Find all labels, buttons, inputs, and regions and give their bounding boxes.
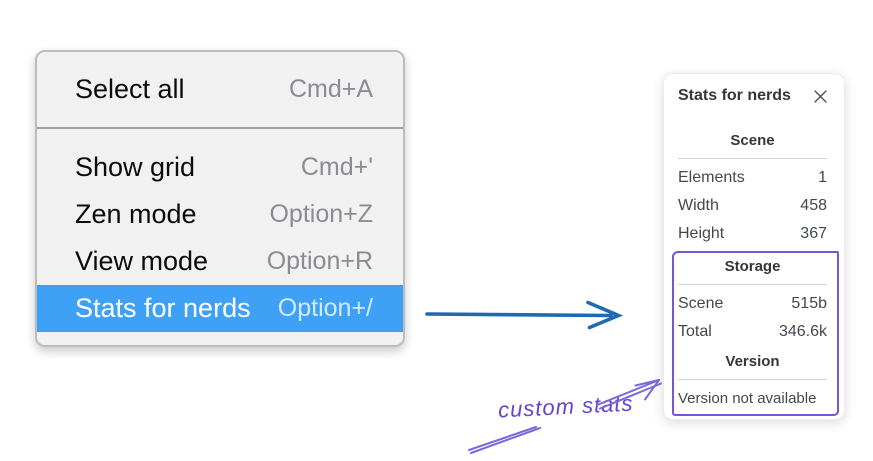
close-icon	[814, 89, 827, 103]
stat-row-height: Height 367	[678, 225, 827, 243]
menu-item-show-grid[interactable]: Show grid Cmd+'	[37, 144, 403, 191]
menu-item-label: Select all	[75, 74, 185, 104]
menu-item-label: Zen mode	[75, 199, 197, 229]
section-heading-version: Version	[725, 353, 780, 370]
menu-item-shortcut: Option+R	[266, 247, 373, 275]
stat-value: 1	[818, 169, 827, 186]
section-heading-storage: Storage	[724, 258, 781, 275]
section-heading-scene: Scene	[730, 132, 775, 149]
stat-row-scene-storage: Scene 515b	[678, 295, 827, 313]
menu-group: Show grid Cmd+' Zen mode Option+Z View m…	[37, 129, 403, 332]
stat-label: Height	[678, 225, 725, 242]
stat-row-elements: Elements 1	[678, 169, 827, 187]
menu-item-select-all[interactable]: Select all Cmd+A	[37, 52, 403, 127]
menu-divider	[37, 127, 403, 129]
flow-arrow	[425, 300, 624, 330]
menu-item-shortcut: Option+/	[277, 294, 373, 322]
menu-item-view-mode[interactable]: View mode Option+R	[37, 238, 403, 285]
menu-item-label: View mode	[75, 246, 209, 276]
menu-item-zen-mode[interactable]: Zen mode Option+Z	[37, 191, 403, 238]
stat-row-width: Width 458	[678, 197, 827, 215]
panel-divider	[678, 284, 827, 285]
stats-panel: Stats for nerds Scene Elements 1 Width 4…	[663, 73, 845, 420]
stat-label: Scene	[678, 295, 724, 312]
context-menu: Select all Cmd+A Show grid Cmd+' Zen mod…	[35, 50, 405, 347]
stat-value: 458	[800, 197, 827, 214]
stat-value: 346.6k	[778, 323, 827, 340]
annotation-label: custom stats	[497, 390, 635, 423]
stat-value: 367	[800, 225, 827, 242]
version-note: Version not available	[678, 390, 817, 407]
menu-item-shortcut: Cmd+A	[288, 75, 373, 103]
panel-divider	[678, 379, 827, 380]
stat-label: Elements	[678, 169, 745, 186]
menu-item-shortcut: Cmd+'	[300, 153, 373, 181]
menu-item-shortcut: Option+Z	[269, 200, 373, 228]
stats-panel-header: Stats for nerds	[678, 87, 827, 105]
panel-divider	[678, 158, 827, 159]
menu-item-label: Show grid	[75, 152, 196, 182]
menu-item-label: Stats for nerds	[75, 293, 251, 323]
stat-label: Width	[678, 197, 719, 214]
close-button[interactable]	[814, 89, 827, 103]
stat-label: Total	[678, 323, 712, 340]
stat-row-total-storage: Total 346.6k	[678, 323, 827, 341]
menu-item-stats-for-nerds[interactable]: Stats for nerds Option+/	[37, 285, 403, 332]
stat-value: 515b	[791, 295, 827, 312]
panel-title: Stats for nerds	[678, 87, 791, 104]
